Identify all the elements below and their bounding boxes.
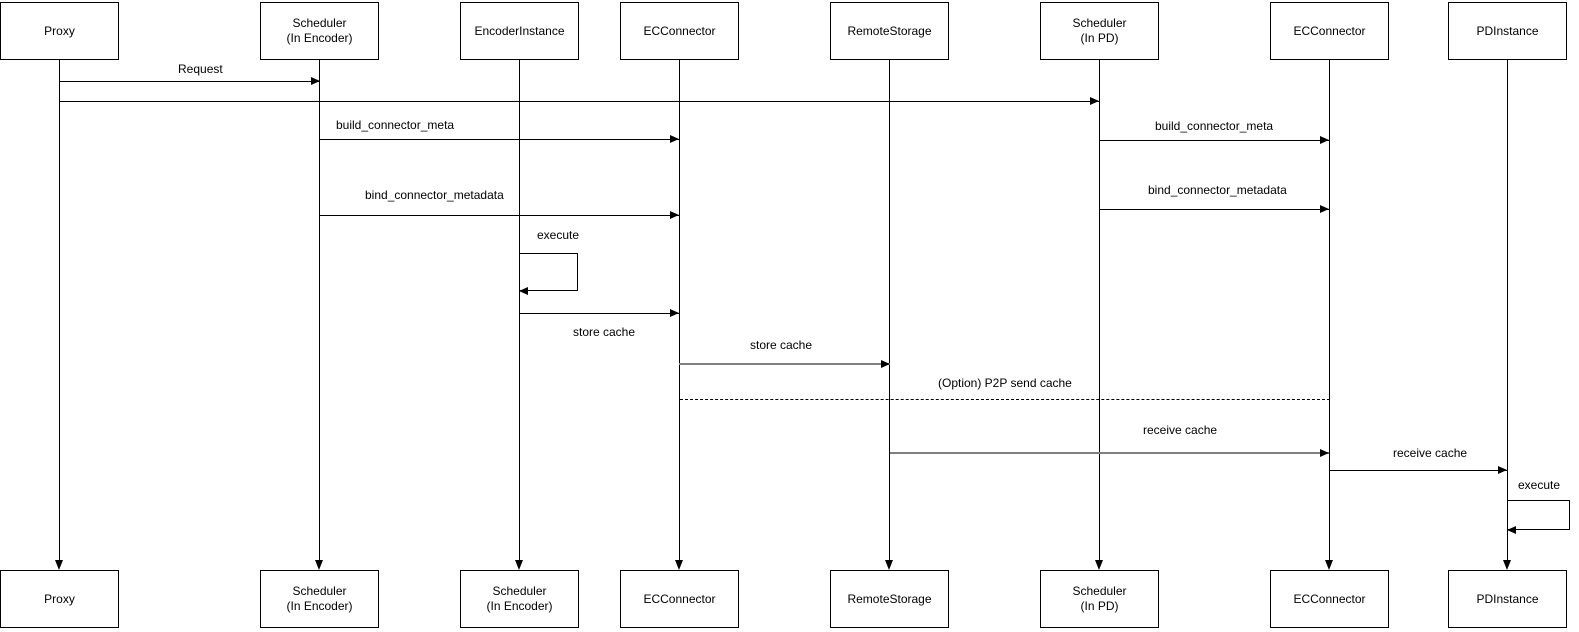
- participant-top-proxy: Proxy: [0, 2, 119, 60]
- lifeline-arrow-down-icon: [55, 560, 63, 570]
- message-store-cache-encoder-to-ecconnector: [520, 309, 679, 317]
- arrowhead-right-icon: [670, 211, 679, 219]
- participant-top-pdinstance: PDInstance: [1448, 2, 1567, 60]
- message-proxy-to-scheduler-pd: [60, 97, 1099, 105]
- participant-top-scheduler-encoder: Scheduler (In Encoder): [260, 2, 379, 60]
- message-label-store-cache-remotestorage: store cache: [750, 338, 813, 352]
- lifeline-arrow-down-icon: [1095, 560, 1103, 570]
- message-label-store-cache-encoder: store cache: [573, 325, 636, 339]
- message-label-build-connector-meta-right: build_connector_meta: [1155, 119, 1274, 133]
- arrowhead-right-icon: [1498, 466, 1507, 474]
- arrowhead-right-icon: [881, 360, 890, 368]
- participant-top-remotestorage: RemoteStorage: [830, 2, 949, 60]
- arrowhead-left-icon: [1507, 526, 1516, 534]
- message-label-execute-pd: execute: [1518, 478, 1561, 492]
- participant-bottom-ecconnector-left: ECConnector: [620, 570, 739, 628]
- arrowhead-left-icon: [519, 287, 528, 295]
- participant-top-ecconnector-right: ECConnector: [1270, 2, 1389, 60]
- lifeline-scheduler-pd: [1099, 60, 1100, 560]
- lifeline-pdinstance: [1507, 60, 1508, 560]
- lifeline-encoderinstance: [519, 60, 520, 560]
- self-message-execute-encoder: [519, 253, 578, 295]
- message-label-receive-cache-ecconnector: receive cache: [1143, 423, 1218, 437]
- message-p2p-send-cache: [680, 399, 1330, 400]
- message-label-request: Request: [178, 62, 223, 76]
- participant-top-encoderinstance: EncoderInstance: [460, 2, 579, 60]
- participant-bottom-scheduler-encoder: Scheduler (In Encoder): [260, 570, 379, 628]
- lifeline-scheduler-encoder: [319, 60, 320, 560]
- arrowhead-right-icon: [1090, 97, 1099, 105]
- message-label-execute-encoder: execute: [537, 228, 580, 242]
- lifeline-arrow-down-icon: [515, 560, 523, 570]
- self-message-execute-pd: [1507, 500, 1570, 534]
- participant-top-scheduler-pd: Scheduler (In PD): [1040, 2, 1159, 60]
- arrowhead-right-icon: [670, 135, 679, 143]
- arrowhead-right-icon: [1320, 136, 1329, 144]
- participant-bottom-scheduler-encoder-2: Scheduler (In Encoder): [460, 570, 579, 628]
- participant-bottom-scheduler-pd: Scheduler (In PD): [1040, 570, 1159, 628]
- lifeline-arrow-down-icon: [1503, 560, 1511, 570]
- message-receive-cache-remotestorage-to-ecconnector: [890, 449, 1329, 457]
- message-receive-cache-ecconnector-to-pdinstance: [1330, 466, 1507, 474]
- lifeline-ecconnector-left: [679, 60, 680, 560]
- lifeline-remotestorage: [889, 60, 890, 560]
- message-bind-connector-metadata-left: [320, 211, 679, 219]
- participant-bottom-ecconnector-right: ECConnector: [1270, 570, 1389, 628]
- message-bind-connector-metadata-right: [1100, 205, 1329, 213]
- message-build-connector-meta-left: [320, 135, 679, 143]
- message-label-receive-cache-pdinstance: receive cache: [1393, 446, 1468, 460]
- participant-bottom-proxy: Proxy: [0, 570, 119, 628]
- arrowhead-right-icon: [1320, 449, 1329, 457]
- lifeline-arrow-down-icon: [675, 560, 683, 570]
- participant-bottom-remotestorage: RemoteStorage: [830, 570, 949, 628]
- arrowhead-right-icon: [311, 77, 320, 85]
- message-label-bind-connector-metadata-left: bind_connector_metadata: [365, 188, 504, 202]
- lifeline-arrow-down-icon: [885, 560, 893, 570]
- arrowhead-right-icon: [670, 309, 679, 317]
- message-label-bind-connector-metadata-right: bind_connector_metadata: [1148, 183, 1287, 197]
- lifeline-arrow-down-icon: [1325, 560, 1333, 570]
- message-label-p2p-send-cache: (Option) P2P send cache: [938, 376, 1072, 390]
- arrowhead-right-icon: [1320, 205, 1329, 213]
- participant-top-ecconnector-left: ECConnector: [620, 2, 739, 60]
- message-store-cache-ecconnector-to-remotestorage: [679, 360, 890, 368]
- lifeline-proxy: [59, 60, 60, 560]
- lifeline-ecconnector-right: [1329, 60, 1330, 560]
- message-label-build-connector-meta-left: build_connector_meta: [336, 118, 455, 132]
- participant-bottom-pdinstance: PDInstance: [1448, 570, 1567, 628]
- message-request: [60, 77, 320, 85]
- message-build-connector-meta-right: [1100, 136, 1329, 144]
- lifeline-arrow-down-icon: [315, 560, 323, 570]
